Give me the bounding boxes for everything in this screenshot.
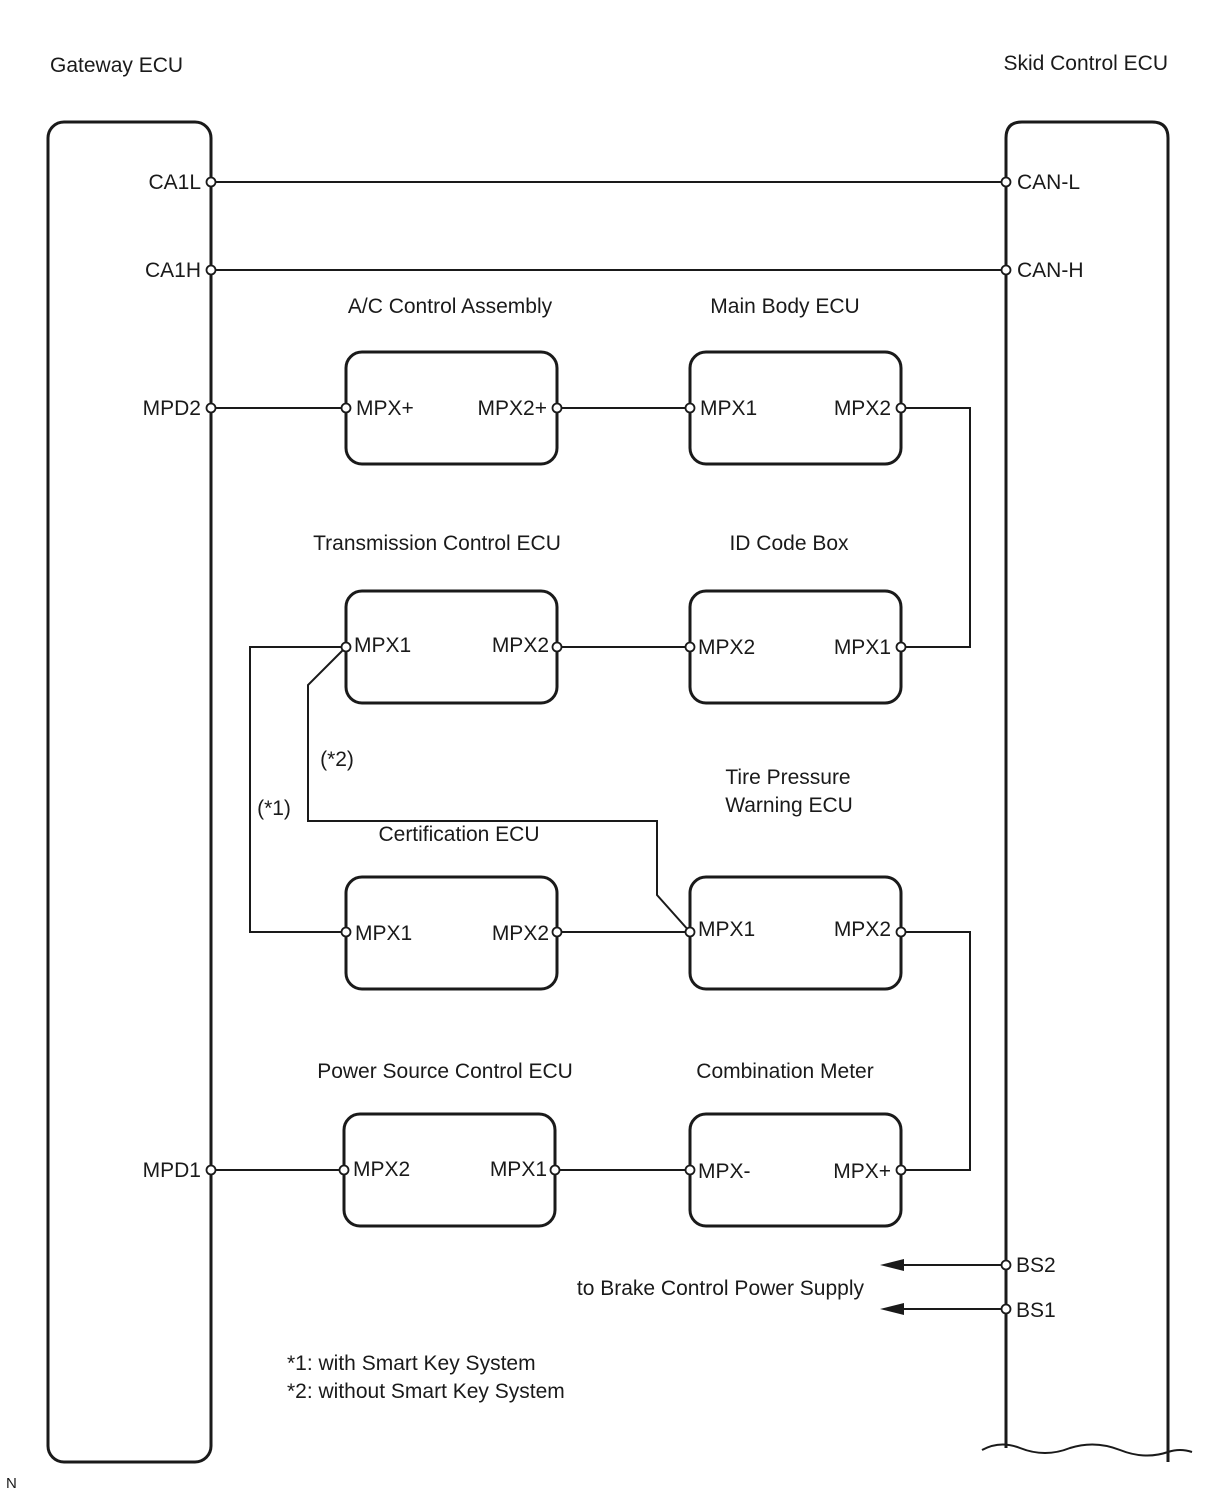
id-code-box-title: ID Code Box [729, 532, 849, 555]
wire-tire-to-combination [901, 931, 971, 1171]
arrow-left-icon [880, 1303, 904, 1315]
main-body-ecu-title: Main Body ECU [710, 295, 859, 318]
wire-note2-label: (*2) [320, 748, 354, 771]
certification-pin-left-label: MPX1 [355, 922, 412, 945]
corner-mark: N [6, 1475, 17, 1492]
skid-control-ecu [981, 120, 1193, 1462]
tire-pin-right-label: MPX2 [834, 918, 891, 941]
wire-note2-transmission-to-tire [307, 646, 691, 933]
wire-note1-label: (*1) [257, 797, 291, 820]
pin-ac-right [551, 402, 563, 414]
pin-id-code-right [895, 641, 907, 653]
combination-meter-title: Combination Meter [696, 1060, 873, 1083]
pin-main-body-right [895, 402, 907, 414]
wire-note1-transmission-to-certification [249, 646, 346, 933]
tire-pressure-warning-ecu-title-line2: Warning ECU [725, 794, 853, 817]
gateway-pin-ca1h-label: CA1H [145, 259, 201, 282]
skid-pin-bs2-label: BS2 [1016, 1254, 1056, 1277]
pin-certification-left [340, 926, 352, 938]
pin-ac-left [340, 402, 352, 414]
footnote-2: *2: without Smart Key System [287, 1380, 565, 1403]
pin-main-body-left [684, 402, 696, 414]
main-body-pin-right-label: MPX2 [834, 397, 891, 420]
footnote-1: *1: with Smart Key System [287, 1352, 536, 1375]
skid-control-ecu-title: Skid Control ECU [1003, 52, 1168, 75]
power-source-pin-right-label: MPX1 [490, 1158, 547, 1181]
pin-transmission-right [551, 641, 563, 653]
ac-control-assembly-title: A/C Control Assembly [348, 295, 553, 318]
pin-mpd1 [205, 1164, 217, 1176]
pin-power-source-left [338, 1164, 350, 1176]
skid-pin-can-l-label: CAN-L [1017, 171, 1080, 194]
combination-pin-right-label: MPX+ [833, 1160, 891, 1183]
pin-bs1 [1000, 1303, 1012, 1315]
gateway-ecu-box [46, 120, 213, 1464]
brake-supply-label: to Brake Control Power Supply [577, 1277, 865, 1300]
pin-combination-right [895, 1164, 907, 1176]
tire-pressure-warning-ecu-title-line1: Tire Pressure [725, 766, 850, 789]
wire-main-body-to-id-code [901, 407, 971, 648]
transmission-pin-left-label: MPX1 [354, 634, 411, 657]
power-source-control-ecu-title: Power Source Control ECU [317, 1060, 573, 1083]
tire-pin-left-label: MPX1 [698, 918, 755, 941]
gateway-ecu-title: Gateway ECU [50, 54, 183, 77]
id-code-pin-right-label: MPX1 [834, 636, 891, 659]
pin-tire-left [684, 926, 696, 938]
pin-combination-left [684, 1164, 696, 1176]
pin-certification-right [551, 926, 563, 938]
skid-control-ecu-break-line [981, 1443, 1193, 1457]
pin-id-code-left [684, 641, 696, 653]
gateway-pin-mpd1-label: MPD1 [143, 1159, 201, 1182]
gateway-pin-ca1l-label: CA1L [148, 171, 201, 194]
skid-pin-bs1-label: BS1 [1016, 1299, 1056, 1322]
skid-pin-can-h-label: CAN-H [1017, 259, 1084, 282]
pin-power-source-right [549, 1164, 561, 1176]
pin-terminals [205, 176, 1012, 1315]
pin-can-l [1000, 176, 1012, 188]
certification-pin-right-label: MPX2 [492, 922, 549, 945]
combination-pin-left-label: MPX- [698, 1160, 751, 1183]
pin-tire-right [895, 926, 907, 938]
pin-mpd2 [205, 402, 217, 414]
gateway-ecu [46, 120, 213, 1464]
ac-pin-left-label: MPX+ [356, 397, 414, 420]
pin-bs2 [1000, 1259, 1012, 1271]
transmission-pin-right-label: MPX2 [492, 634, 549, 657]
pin-ca1h [205, 264, 217, 276]
ac-pin-right-label: MPX2+ [478, 397, 547, 420]
pin-transmission-left [340, 641, 352, 653]
pin-can-h [1000, 264, 1012, 276]
transmission-control-ecu-title: Transmission Control ECU [313, 532, 561, 555]
main-body-pin-left-label: MPX1 [700, 397, 757, 420]
skid-control-ecu-box [1004, 120, 1170, 1462]
id-code-pin-left-label: MPX2 [698, 636, 755, 659]
certification-ecu-title: Certification ECU [378, 823, 539, 846]
arrow-left-icon [880, 1259, 904, 1271]
power-source-pin-left-label: MPX2 [353, 1158, 410, 1181]
pin-ca1l [205, 176, 217, 188]
gateway-pin-mpd2-label: MPD2 [143, 397, 201, 420]
